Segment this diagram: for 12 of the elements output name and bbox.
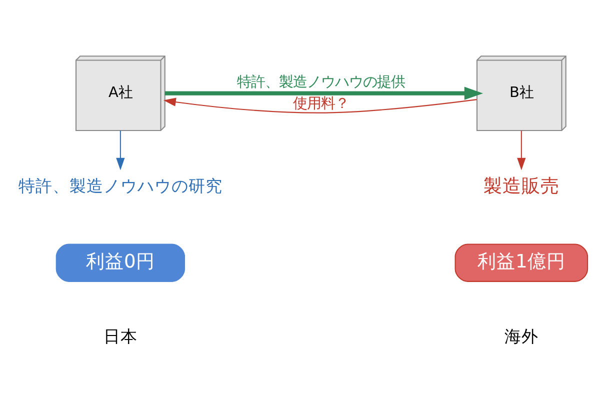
node-text: 特許、製造ノウハウの研究 [18, 176, 222, 196]
node-box: 利益0円 [56, 244, 186, 282]
arrow [163, 98, 477, 114]
edge-label: 使用料？ [292, 96, 349, 112]
edge-label: 特許、製造ノウハウの提供 [236, 74, 405, 90]
arrow [517, 130, 526, 170]
node-box: 利益1億円 [454, 244, 588, 282]
arrow [164, 86, 484, 100]
node-text: 製造販売 [483, 176, 560, 197]
label: 海外 [504, 327, 538, 346]
arrow [116, 130, 125, 170]
label: 日本 [103, 327, 138, 346]
